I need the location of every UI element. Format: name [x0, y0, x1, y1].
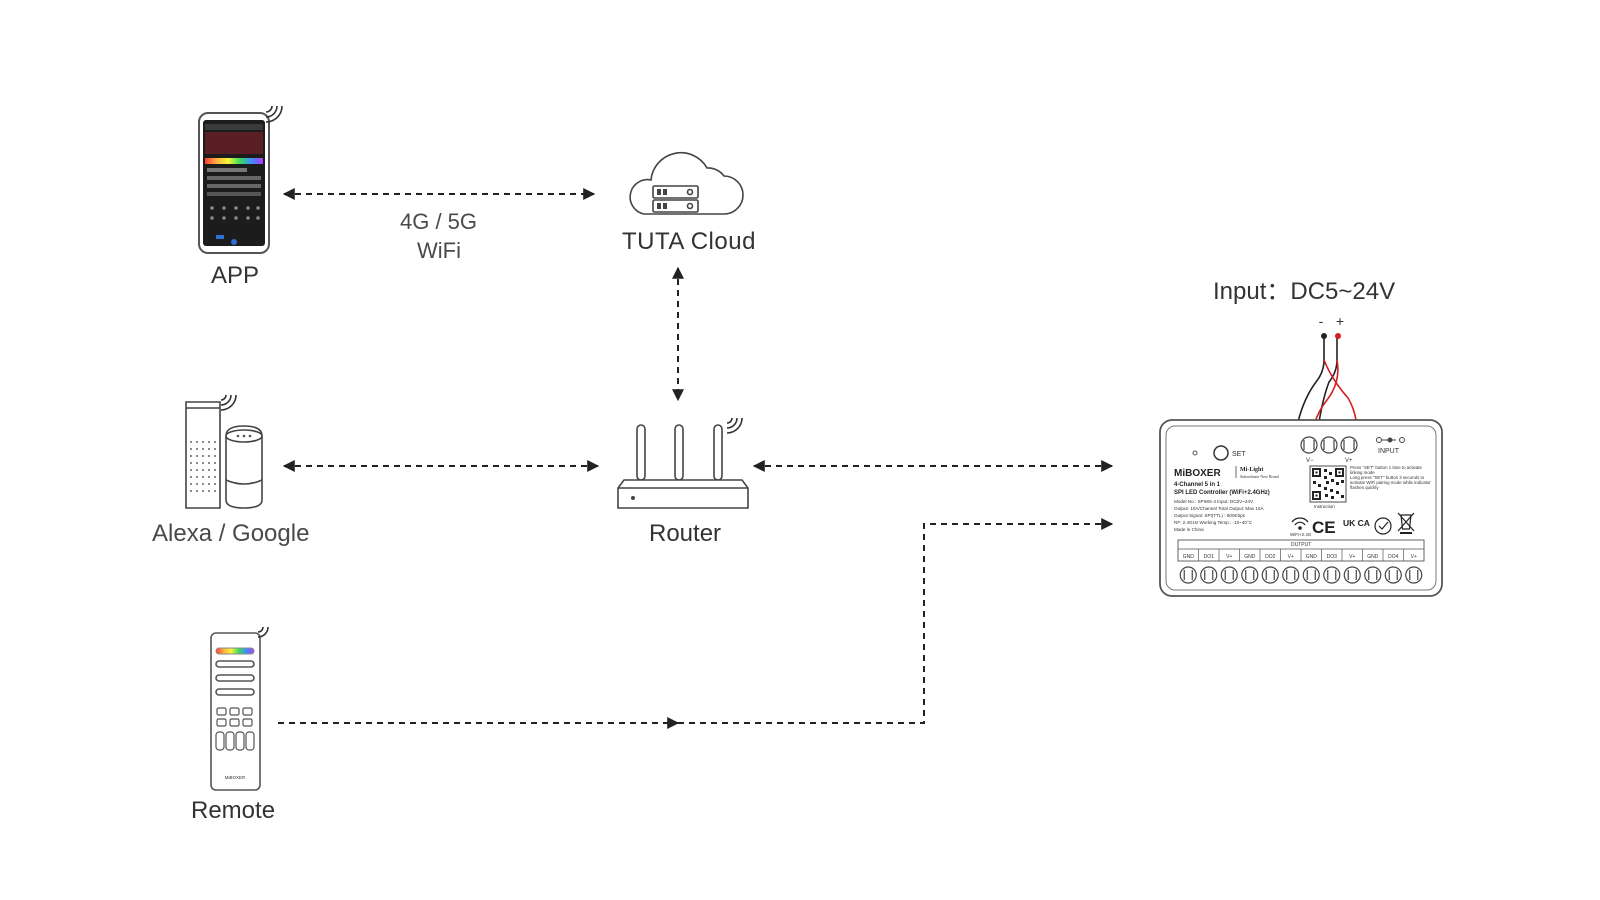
router-label: Router	[649, 520, 722, 547]
instruction-label: Instruction	[1314, 504, 1335, 509]
terminal-screws	[1179, 566, 1423, 584]
terminal-screw	[1323, 566, 1341, 584]
terminal-screw	[1384, 566, 1402, 584]
terminal-screw	[1282, 566, 1300, 584]
remote-icon: MiBOXER	[210, 626, 269, 791]
ce-mark: CE	[1312, 518, 1336, 537]
wire-terminal-minus	[1321, 333, 1327, 339]
terminal-label: GND	[1367, 554, 1379, 560]
wifi-badge-label: WiFi+2.4G	[1290, 532, 1312, 537]
indicator-led	[1192, 450, 1198, 456]
terminal-label: GND	[1244, 554, 1256, 560]
spec-output: Output: 10A/Channel Total Output: Max 10…	[1174, 506, 1264, 511]
google-speaker-icon	[225, 425, 263, 509]
terminal-label: GND	[1183, 554, 1195, 560]
controller-body	[1159, 419, 1443, 597]
terminal-label: DO3	[1327, 554, 1338, 560]
controller-brand: MiBOXER	[1174, 468, 1221, 479]
v-minus-label: V−	[1306, 458, 1314, 464]
v-plus-label: V+	[1345, 458, 1353, 464]
link-label-line1: 4G / 5G	[400, 209, 478, 234]
qr-code-icon	[1309, 465, 1347, 503]
plus-sign: +	[1336, 313, 1344, 329]
terminal-screw	[1364, 566, 1382, 584]
sub-brand: Mi-Light	[1240, 467, 1263, 473]
smart-speakers	[185, 394, 263, 509]
wifi-signal-icon	[257, 626, 269, 638]
link-label-line2: WiFi	[417, 238, 461, 263]
link-remote-controller	[678, 518, 1114, 724]
terminal-screw	[1405, 566, 1423, 584]
controller-title-1: 4-Channel 5 in 1	[1174, 482, 1221, 488]
output-label: OUTPUT	[1291, 542, 1312, 548]
terminal-label: V+	[1288, 554, 1294, 560]
terminal-label: V+	[1411, 554, 1417, 560]
spec-rf: RF: 2.4GHz Working Temp.: -10~40°C	[1174, 520, 1253, 525]
set-button	[1213, 445, 1229, 461]
remote-label: Remote	[191, 797, 276, 824]
router-icon	[617, 417, 749, 509]
cloud-label: TUTA Cloud	[622, 228, 756, 255]
power-wires	[1297, 338, 1357, 423]
spec-origin: Made in China	[1174, 527, 1204, 532]
wifi-signal-icon	[265, 105, 283, 123]
note-wifi-pairing: Long press "SET" button 3 seconds to act…	[1350, 475, 1431, 490]
set-label: SET	[1232, 451, 1246, 458]
controller-title-2: SPI LED Controller (WiFi+2.4GHz)	[1174, 490, 1270, 496]
dc-polarity-icon	[1376, 437, 1405, 443]
terminal-label: V+	[1226, 554, 1232, 560]
terminal-screw	[1200, 566, 1218, 584]
remote-brand: MiBOXER	[225, 775, 246, 780]
terminal-label: GND	[1306, 554, 1318, 560]
terminal-labels: GND DO1 V+ GND DO2 V+ GND DO3 V+ GND DO4 V+	[1183, 549, 1417, 561]
app-label: APP	[211, 262, 260, 289]
terminal-label: DO1	[1204, 554, 1215, 560]
terminal-screw	[1261, 566, 1279, 584]
wifi-signal-icon	[726, 417, 743, 434]
wifi-badge-icon	[1291, 517, 1309, 530]
input-screws	[1300, 436, 1358, 454]
terminal-screw	[1302, 566, 1320, 584]
cloud-icon	[629, 151, 744, 215]
terminal-screw	[1343, 566, 1361, 584]
terminal-label: V+	[1349, 554, 1355, 560]
spec-model: Model No.: SPIW5-4 Input: DC5V~24V	[1174, 499, 1254, 504]
spec-signal: Output Signal: SPI(TTL) : 800Kbps	[1174, 513, 1246, 518]
note-linking: Press "SET" button 1 time to activate li…	[1350, 465, 1422, 475]
wifi-signal-icon	[220, 394, 237, 411]
terminal-screw	[1179, 566, 1197, 584]
controller-device: - + SET V− V+ INPUT MiBOXER Mi-Light Sub…	[1159, 313, 1443, 597]
speakers-label: Alexa / Google	[152, 520, 310, 547]
terminal-screw	[1241, 566, 1259, 584]
input-port-label: INPUT	[1378, 448, 1400, 455]
terminal-label: DO4	[1388, 554, 1399, 560]
minus-sign: -	[1319, 313, 1324, 329]
terminal-label: DO2	[1265, 554, 1276, 560]
terminal-screw	[1220, 566, 1238, 584]
connectors	[278, 188, 1114, 729]
app-phone	[198, 105, 283, 254]
weee-bin-icon	[1397, 512, 1415, 534]
wire-terminal-plus	[1335, 333, 1341, 339]
sub-brand-note: Subordinate New Brand	[1240, 474, 1279, 479]
ukca-mark: UK CA	[1343, 518, 1370, 528]
rohs-icon	[1374, 517, 1392, 535]
controller-input-label: Input：DC5~24V	[1213, 278, 1396, 305]
